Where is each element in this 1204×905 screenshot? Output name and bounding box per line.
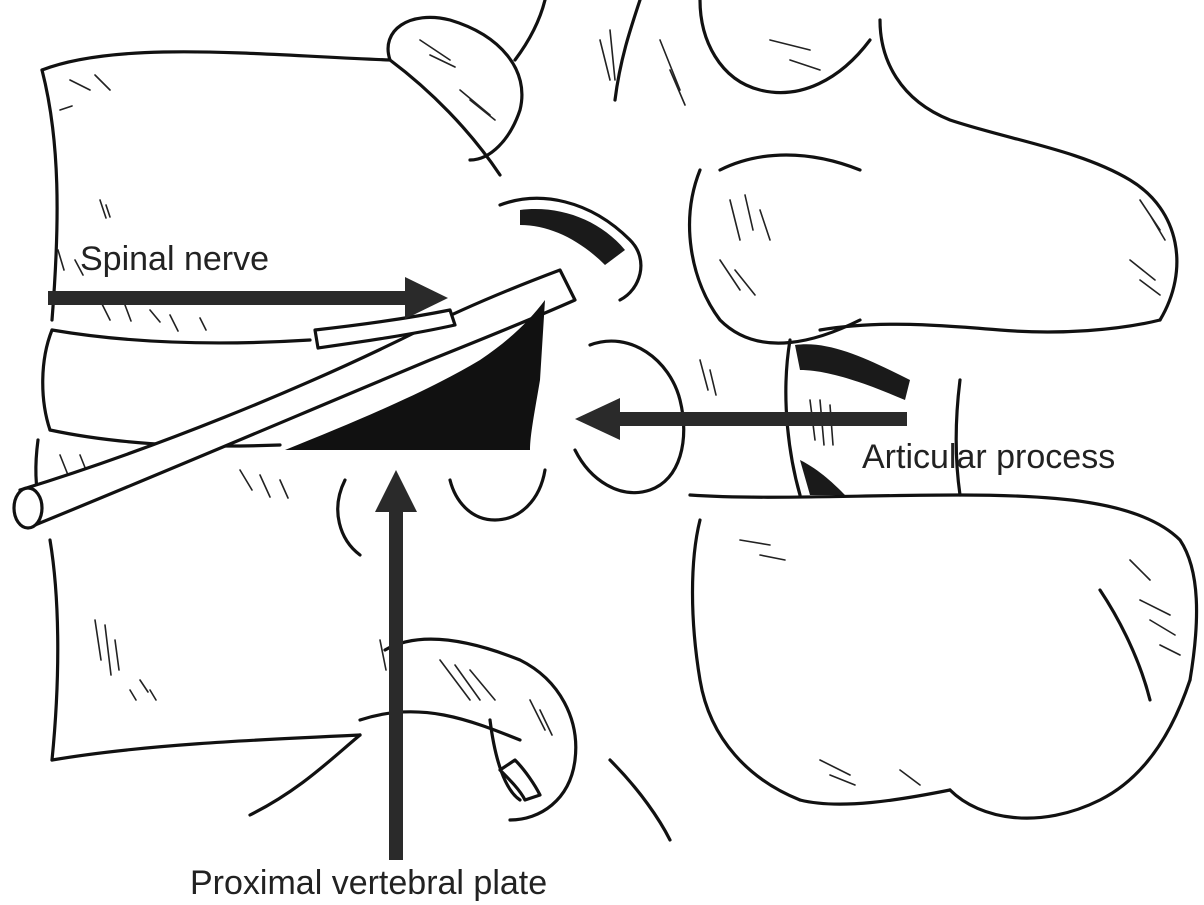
label-proximal-vertebral-plate: Proximal vertebral plate bbox=[190, 866, 547, 900]
upper-posterior-elements bbox=[388, 0, 1177, 320]
arrow-proximal-vertebral-plate bbox=[375, 470, 417, 860]
lower-structures bbox=[338, 470, 670, 840]
lower-posterior-elements bbox=[690, 495, 1197, 818]
arrow-articular-process bbox=[575, 398, 907, 440]
arrow-spinal-nerve bbox=[48, 277, 448, 319]
label-articular-process: Articular process bbox=[862, 440, 1115, 474]
label-spinal-nerve: Spinal nerve bbox=[80, 242, 269, 276]
pedicle bbox=[690, 155, 1165, 343]
lower-vertebral-body bbox=[50, 540, 520, 815]
